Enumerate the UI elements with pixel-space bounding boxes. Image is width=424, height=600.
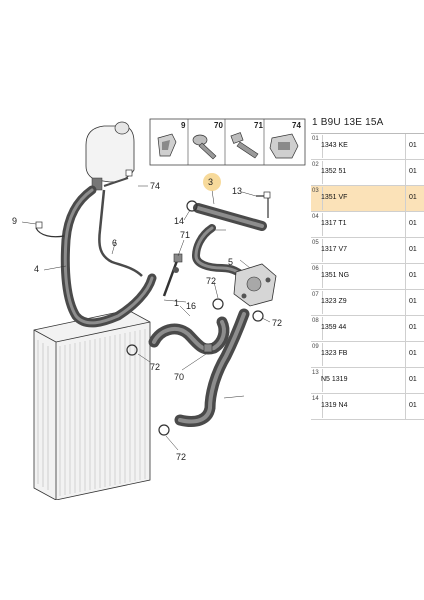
callout-13: 13 bbox=[232, 186, 242, 196]
parts-row-divider bbox=[405, 186, 406, 211]
parts-row-quantity: 01 bbox=[409, 194, 417, 201]
parts-row-quantity: 01 bbox=[409, 142, 417, 149]
callout-70: 70 bbox=[174, 372, 184, 382]
radiator bbox=[33, 309, 151, 500]
parts-row-quantity: 01 bbox=[409, 246, 417, 253]
parts-row-reference: 1343 KE bbox=[321, 142, 348, 149]
parts-row-divider bbox=[405, 290, 406, 315]
parts-row-divider bbox=[405, 264, 406, 289]
parts-row-index: 03 bbox=[311, 187, 323, 210]
callout-72-a: 72 bbox=[206, 276, 216, 286]
hose-6 bbox=[98, 189, 143, 277]
header-code: 1 B9U 13E 15A bbox=[312, 117, 384, 128]
box-label-9: 9 bbox=[181, 121, 186, 130]
callout-3-marker bbox=[203, 173, 221, 191]
callout-72-c: 72 bbox=[150, 362, 160, 372]
parts-row-reference: 1317 V7 bbox=[321, 246, 348, 253]
box-label-70: 70 bbox=[214, 121, 223, 130]
parts-row-index: 13 bbox=[311, 369, 323, 392]
callout-1: 1 bbox=[174, 298, 179, 308]
screw-70-icon bbox=[192, 134, 217, 160]
callout-74: 74 bbox=[150, 181, 160, 191]
callout-71: 71 bbox=[180, 230, 190, 240]
callout-4: 4 bbox=[34, 264, 39, 274]
parts-row-index: 02 bbox=[311, 161, 323, 184]
parts-row-divider bbox=[405, 394, 406, 419]
parts-row-reference: 1323 Z9 bbox=[321, 298, 347, 305]
thermostat-housing bbox=[233, 263, 277, 307]
parts-row-quantity: 01 bbox=[409, 402, 417, 409]
parts-row-reference: 1359 44 bbox=[321, 324, 347, 331]
parts-row-divider bbox=[405, 342, 406, 367]
hose-4 bbox=[60, 185, 157, 328]
parts-row-reference: N5 1319 bbox=[321, 376, 348, 383]
parts-row-index: 05 bbox=[311, 239, 323, 262]
parts-row-divider bbox=[405, 316, 406, 341]
parts-row-index: 08 bbox=[311, 317, 323, 340]
expansion-tank bbox=[85, 121, 135, 191]
screw-71-icon bbox=[230, 132, 259, 159]
parts-row-reference: 1351 NG bbox=[321, 272, 350, 279]
clip-74-icon bbox=[269, 133, 299, 159]
parts-row-index: 09 bbox=[311, 343, 323, 366]
hose-3 bbox=[193, 203, 267, 231]
callout-6: 6 bbox=[112, 238, 117, 248]
parts-row-divider bbox=[405, 134, 406, 159]
box-label-71: 71 bbox=[254, 121, 263, 130]
parts-row-divider bbox=[405, 160, 406, 185]
parts-row-quantity: 01 bbox=[409, 298, 417, 305]
callout-5: 5 bbox=[228, 257, 233, 267]
callout-72-b: 72 bbox=[272, 318, 282, 328]
parts-row-reference: 1319 N4 bbox=[321, 402, 348, 409]
parts-row-index: 06 bbox=[311, 265, 323, 288]
parts-row-index: 04 bbox=[311, 213, 323, 236]
clip-9-icon bbox=[157, 133, 177, 157]
box-label-74: 74 bbox=[292, 121, 301, 130]
parts-row-divider bbox=[405, 212, 406, 237]
parts-row-index: 07 bbox=[311, 291, 323, 314]
callout-9: 9 bbox=[12, 216, 17, 226]
parts-row-divider bbox=[405, 238, 406, 263]
exploded-parts-diagram: 9 70 71 74 bbox=[12, 118, 306, 500]
hose-lower bbox=[174, 308, 250, 427]
parts-row-reference: 1323 FB bbox=[321, 350, 348, 357]
parts-row-reference: 1352 51 bbox=[321, 168, 347, 175]
parts-row-index: 14 bbox=[311, 395, 323, 418]
hose-1 bbox=[148, 316, 230, 355]
parts-row-reference: 1317 T1 bbox=[321, 220, 347, 227]
parts-row-reference: 1351 VF bbox=[321, 194, 348, 201]
parts-row-quantity: 01 bbox=[409, 376, 417, 383]
parts-row-quantity: 01 bbox=[409, 350, 417, 357]
parts-row-quantity: 01 bbox=[409, 220, 417, 227]
callout-72-d: 72 bbox=[176, 452, 186, 462]
callout-14: 14 bbox=[174, 216, 184, 226]
parts-row-divider bbox=[405, 368, 406, 393]
parts-row-quantity: 01 bbox=[409, 324, 417, 331]
fastener-detail-box: 9 70 71 74 bbox=[149, 118, 306, 166]
parts-row-quantity: 01 bbox=[409, 168, 417, 175]
callout-16: 16 bbox=[186, 301, 196, 311]
parts-row-index: 01 bbox=[311, 135, 323, 158]
callout-3: 3 bbox=[208, 177, 213, 187]
parts-row-quantity: 01 bbox=[409, 272, 417, 279]
